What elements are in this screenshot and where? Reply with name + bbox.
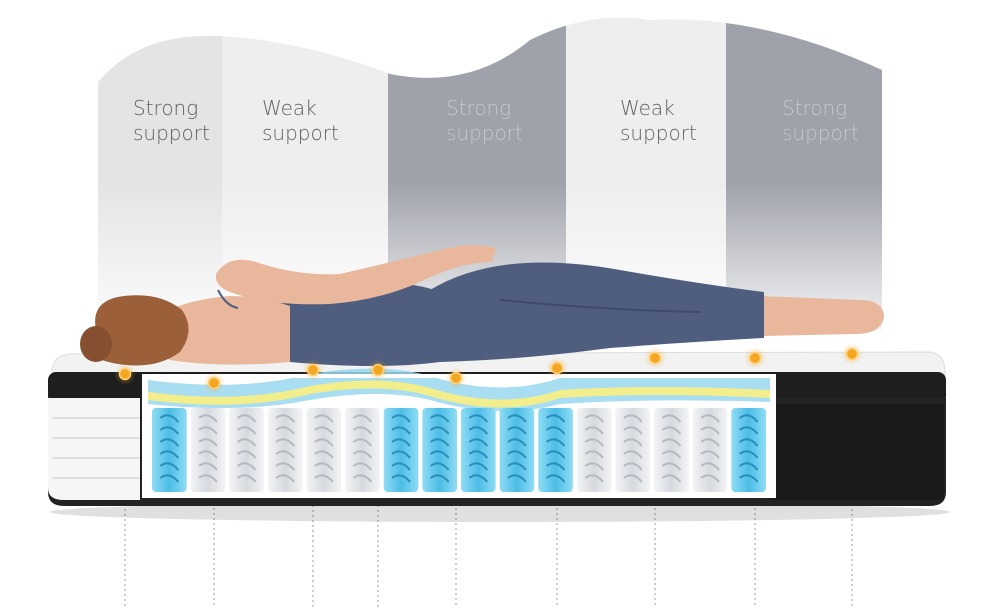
pressure-dot xyxy=(118,367,132,381)
spring-pocket xyxy=(383,408,419,492)
support-zone-backdrop xyxy=(98,17,882,330)
sleeping-woman xyxy=(80,245,884,366)
spring-coil xyxy=(507,414,527,483)
spring-pocket xyxy=(615,408,651,492)
zone-label-5-line1: Strong xyxy=(782,96,848,120)
spring-pocket xyxy=(190,408,226,492)
spring-coil xyxy=(275,414,295,483)
spring-coil xyxy=(661,414,682,483)
spring-pocket xyxy=(576,408,612,492)
zone-label-1-line1: Strong xyxy=(133,96,199,120)
spring-pocket xyxy=(267,408,303,492)
spring-coil xyxy=(623,414,643,483)
zone-label-1-line2: support xyxy=(133,121,210,145)
comfort-layer xyxy=(148,380,770,408)
cutaway-section xyxy=(142,368,776,498)
spring-pocket xyxy=(654,408,689,492)
spring-coil xyxy=(584,414,604,483)
spring-pocket xyxy=(152,408,187,492)
spring-pocket xyxy=(461,408,496,492)
spring-pocket xyxy=(731,408,766,492)
pressure-dot xyxy=(648,351,662,365)
pressure-dot xyxy=(550,361,564,375)
spring-coil xyxy=(236,414,257,483)
spring-pocket xyxy=(422,408,457,492)
foam-layer xyxy=(148,368,770,412)
spring-coil xyxy=(391,414,411,483)
spring-coil xyxy=(198,414,218,483)
zone-label-3-line2: support xyxy=(446,121,523,145)
zone-label-2: Weak support xyxy=(262,96,412,146)
zone-label-4-line2: support xyxy=(620,121,697,145)
zone-label-2-line2: support xyxy=(262,121,339,145)
zone-label-3: Strong support xyxy=(446,96,596,146)
pressure-dot xyxy=(207,376,221,390)
pressure-dot xyxy=(845,347,859,361)
zone-label-2-line1: Weak xyxy=(262,96,317,120)
spring-pocket xyxy=(538,408,573,492)
spring-pocket xyxy=(692,408,728,492)
zone-label-4-line1: Weak xyxy=(620,96,675,120)
spring-coil xyxy=(468,414,489,483)
zone-label-3-line1: Strong xyxy=(446,96,512,120)
pocket-springs xyxy=(152,408,766,492)
spring-coil xyxy=(314,414,334,483)
pressure-dot xyxy=(306,363,320,377)
spring-pocket xyxy=(499,408,535,492)
zone-label-5-line2: support xyxy=(782,121,859,145)
spring-coil xyxy=(159,414,180,483)
zone-label-1: Strong support xyxy=(133,96,283,146)
spring-coil xyxy=(545,414,566,483)
spring-coil xyxy=(700,414,720,483)
zone-label-5: Strong support xyxy=(782,96,932,146)
zone-label-4: Weak support xyxy=(620,96,770,146)
pressure-points xyxy=(114,343,863,394)
spring-coil xyxy=(430,414,450,483)
spring-pocket xyxy=(306,408,342,492)
pressure-dot xyxy=(371,363,385,377)
spring-coil xyxy=(739,414,759,483)
sleepwear-pants xyxy=(430,262,764,362)
spring-pocket xyxy=(229,408,264,492)
pressure-dot xyxy=(449,371,463,385)
spring-coil xyxy=(352,414,373,483)
spring-pocket xyxy=(345,408,380,492)
pressure-dot xyxy=(748,351,762,365)
